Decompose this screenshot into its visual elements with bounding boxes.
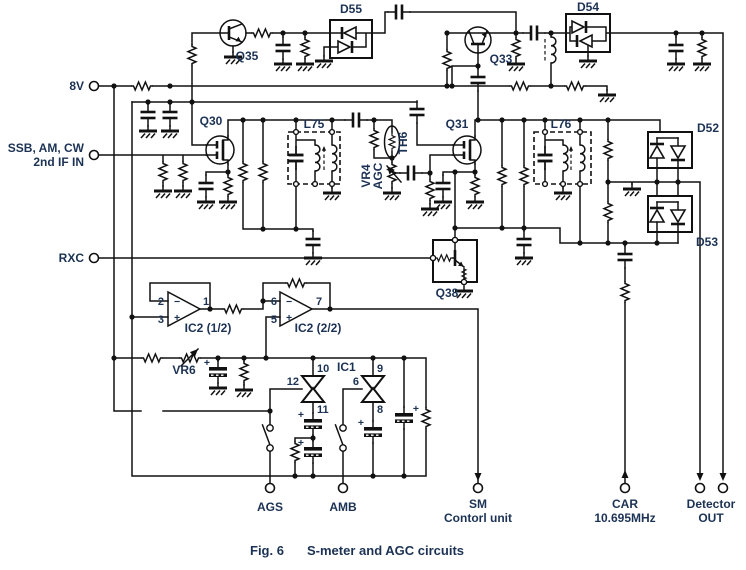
- terminal-if-label-1: SSB, AM, CW: [8, 141, 85, 155]
- q30-label: Q30: [200, 114, 223, 128]
- pin-10: 10: [317, 363, 329, 375]
- terminal-det-label-1: Detector: [687, 497, 736, 511]
- figure-title: S-meter and AGC circuits: [307, 543, 464, 558]
- terminal-sm-label-2: Contorl unit: [444, 511, 512, 525]
- wires: [97, 11, 724, 485]
- diode-pack-d54: D54: [565, 0, 611, 53]
- figure-number: Fig. 6: [250, 543, 284, 558]
- switch-amb: [334, 424, 347, 452]
- d52-label: D52: [697, 121, 719, 135]
- vr4-agc-label: AGC: [371, 162, 385, 189]
- plus-mark: +: [286, 312, 292, 324]
- th6-label: TH6: [396, 131, 410, 154]
- plus-mark: +: [174, 312, 180, 324]
- q38-label: Q38: [436, 286, 459, 300]
- terminal-ags-label: AGS: [257, 500, 283, 514]
- signal-arrows: [474, 470, 727, 481]
- vr6-label: VR6: [172, 363, 196, 377]
- pin-3: 3: [158, 314, 164, 326]
- resistors: [130, 28, 707, 464]
- plus-mark: +: [204, 357, 210, 369]
- terminal-car: CAR 10.695MHz: [594, 482, 656, 525]
- electrolytic-capacitors: + + + + +: [204, 357, 419, 464]
- plus-mark: +: [413, 403, 419, 415]
- d54-label: D54: [577, 0, 599, 14]
- q31-label: Q31: [446, 117, 469, 131]
- pin-8: 8: [377, 404, 383, 416]
- diode-pack-d55: D55: [329, 2, 373, 59]
- terminal-amb-label: AMB: [329, 500, 357, 514]
- minus-mark: −: [286, 296, 292, 308]
- digital-transistor-q38: Q38: [429, 236, 478, 300]
- d55-label: D55: [340, 2, 362, 16]
- mosfet-q30: Q30: [200, 114, 236, 166]
- potentiometer-vr4: [384, 161, 403, 185]
- pin-5: 5: [271, 314, 277, 326]
- coil-carrier: [544, 36, 557, 64]
- plus-mark: +: [298, 409, 304, 421]
- pin-6: 6: [271, 296, 277, 308]
- pin-9: 9: [377, 363, 383, 375]
- thermistor-th6: TH6: [383, 125, 410, 159]
- vr4-label: VR4: [359, 164, 373, 188]
- terminal-8v: 8V: [69, 79, 100, 93]
- pin-7: 7: [316, 296, 322, 308]
- diode-pack-d53: D53: [646, 194, 718, 249]
- opamp-ic2-2: − + 6 5 7 IC2 (2/2): [271, 290, 342, 335]
- terminal-det-label-2: OUT: [698, 511, 724, 525]
- if-transformer-l75: L75: [287, 117, 341, 188]
- q33-label: Q33: [490, 52, 513, 66]
- d53-label: D53: [696, 235, 718, 249]
- terminal-8v-label: 8V: [69, 79, 84, 93]
- l76-label: L76: [551, 117, 572, 131]
- terminal-ags: AGS: [257, 482, 283, 514]
- ic2b-label: IC2 (2/2): [295, 321, 342, 335]
- terminal-car-label-2: 10.695MHz: [594, 511, 655, 525]
- junction-dots: [111, 30, 705, 479]
- terminal-sm-label-1: SM: [469, 497, 487, 511]
- terminal-sm: SM Contorl unit: [444, 482, 512, 525]
- pin-6b: 6: [353, 376, 359, 388]
- q35-label: Q35: [236, 49, 259, 63]
- terminal-2nd-if-in: SSB, AM, CW 2nd IF IN: [8, 141, 100, 169]
- pin-1: 1: [203, 296, 209, 308]
- ic2a-label: IC2 (1/2): [185, 321, 232, 335]
- l75-label: L75: [304, 117, 325, 131]
- transistor-q35: Q35: [218, 18, 259, 63]
- figure-caption: Fig. 6 S-meter and AGC circuits: [250, 543, 464, 558]
- if-transformer-l76: L76: [533, 117, 592, 188]
- analog-switch-ic1-a: 12 10 11: [287, 363, 330, 416]
- terminal-car-label-1: CAR: [612, 497, 638, 511]
- pin-2: 2: [158, 296, 164, 308]
- minus-mark: −: [174, 296, 180, 308]
- plus-mark: +: [298, 437, 304, 449]
- terminal-detector-out: Detector OUT: [687, 482, 736, 525]
- ic1-label: IC1: [337, 360, 356, 374]
- pin-12: 12: [287, 376, 299, 388]
- switch-ags: [261, 424, 274, 452]
- pin-11: 11: [317, 404, 329, 416]
- transistor-q33: Q33: [463, 25, 513, 66]
- terminal-rxc-label: RXC: [59, 251, 85, 265]
- analog-switch-ic1-b: 6 9 8: [353, 363, 387, 416]
- plus-mark: +: [358, 417, 364, 429]
- potentiometer-vr6: [178, 346, 202, 368]
- terminal-amb: AMB: [329, 482, 357, 514]
- diode-pack-d52: D52: [646, 121, 719, 170]
- mosfet-q31: Q31: [446, 117, 483, 166]
- terminal-if-label-2: 2nd IF IN: [33, 155, 84, 169]
- opamp-ic2-1: − + 2 3 1 IC2 (1/2): [158, 290, 232, 335]
- terminal-rxc: RXC: [59, 251, 100, 265]
